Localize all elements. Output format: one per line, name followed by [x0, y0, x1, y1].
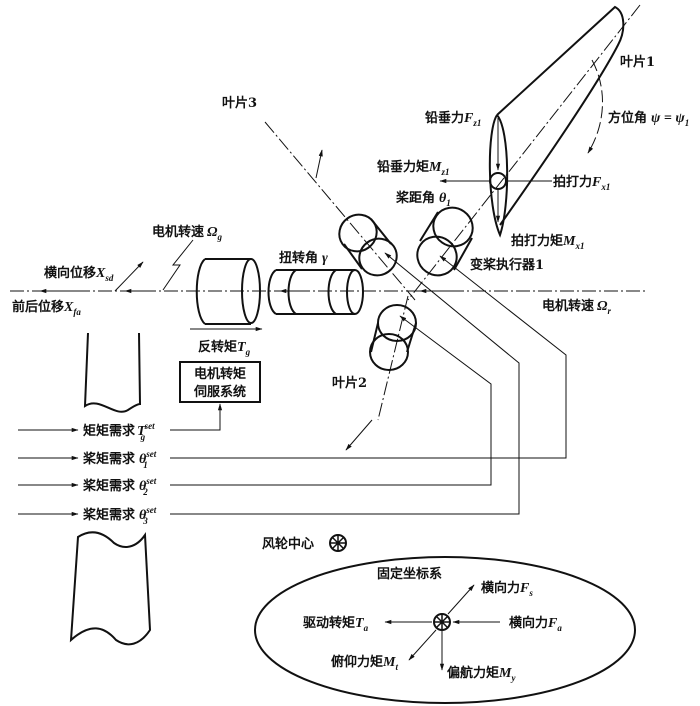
rotor-center-label: 风轮中心 [262, 536, 314, 552]
blade1-label: 叶片1 [620, 54, 655, 70]
generator-speed-zigzag [162, 239, 194, 291]
blade3-arrow [315, 149, 323, 179]
blade3-label: 叶片3 [222, 95, 257, 111]
frame-center-icon [433, 613, 451, 631]
vertical-force-label: 铅垂力Fz1 [425, 110, 481, 128]
generator-torque-servo-box [179, 361, 261, 403]
tower-upper-section [83, 332, 142, 413]
fixed-frame-ellipse [254, 556, 636, 704]
servo-box-line2: 伺服系统 [193, 384, 246, 400]
pitch-actuator-3 [338, 213, 398, 277]
drive-torque-label: 驱动转矩Ta [303, 615, 369, 633]
blade2-arrow [345, 419, 373, 451]
flap-moment-label: 拍打力矩Mx1 [511, 233, 584, 251]
lateral-force-s-label: 横向力Fs [481, 580, 533, 598]
lateral-displacement-label: 横向位移Xsd [44, 265, 114, 283]
tilt-moment-arrow [408, 629, 437, 661]
azimuth-arc [587, 59, 604, 154]
torque-demand-line [170, 403, 223, 431]
pitch1-demand-line [170, 255, 567, 459]
blade3-axis [264, 121, 416, 301]
lateral-force-a-label: 横向力Fa [509, 615, 562, 633]
fore-aft-displacement-label: 前后位移Xfa [12, 299, 81, 317]
rotor-center-icon [329, 534, 347, 552]
yaw-moment-label: 偏航力矩My [447, 665, 516, 683]
vertical-moment-label: 铅垂力矩Mz1 [377, 159, 449, 177]
servo-box-line1: 电机转矩 [194, 366, 246, 382]
blade2-label: 叶片2 [332, 375, 367, 391]
blade1-shape [488, 5, 625, 238]
pitch-actuator-1 [416, 206, 474, 277]
blade1-root-circle [489, 172, 507, 190]
tilt-moment-label: 俯仰力矩Mt [331, 654, 398, 672]
flap-force-label: 拍打力Fx1 [553, 174, 610, 192]
tower-lower-section [69, 531, 152, 646]
lateral-force-s-arrow [447, 584, 475, 615]
generator-cylinder [195, 258, 261, 325]
pitch-actuator-2 [369, 304, 417, 371]
torsion-shaft-cylinder [267, 269, 364, 315]
pitch-actuator-label: 变桨执行器1 [470, 257, 544, 273]
reaction-torque-label: 反转矩Tg [198, 339, 251, 357]
fixed-frame-title: 固定坐标系 [377, 566, 442, 582]
blade2-axis [377, 295, 409, 421]
pitch3-demand-line [170, 252, 520, 515]
blade1-axis [407, 4, 641, 301]
pitch2-demand-line [170, 315, 492, 486]
lateral-displacement-arrow [114, 261, 144, 292]
